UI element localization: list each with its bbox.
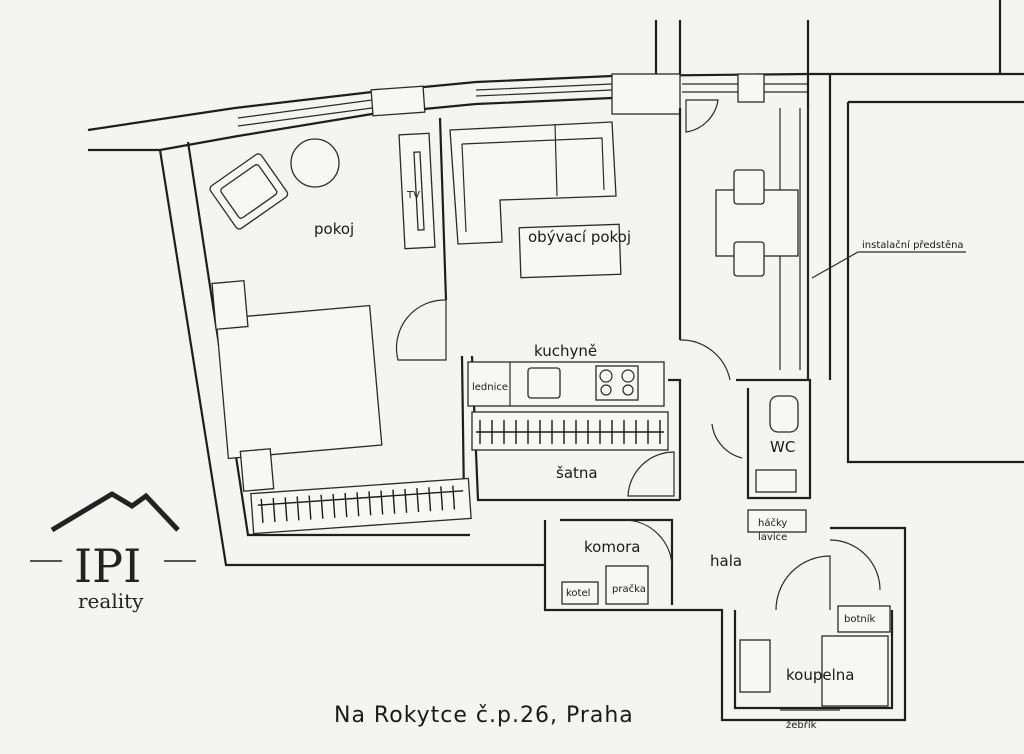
annotation-line <box>811 251 966 279</box>
fixture-label-kotel: kotel <box>566 588 590 599</box>
room-label-satna: šatna <box>556 464 598 482</box>
fixture-label-tv: TV <box>406 190 420 201</box>
fixture-label-zebrik: žebřík <box>786 719 817 731</box>
fixture-label-pracka: pračka <box>612 583 646 595</box>
bath-fixtures <box>561 519 891 711</box>
room-label-pokoj: pokoj <box>314 220 354 238</box>
room-label-obyvaci-pokoj: obývací pokoj <box>528 228 631 246</box>
logo-text-sub: reality <box>78 589 144 613</box>
logo-text-main: IPI <box>74 539 141 593</box>
wc-fixtures <box>747 395 807 533</box>
fixture-label-lavice: lavice <box>758 532 787 543</box>
satna-wardrobe-hatch <box>476 420 664 444</box>
address-title: Na Rokytce č.p.26, Praha <box>334 703 634 728</box>
outer-walls <box>87 0 1024 722</box>
annotation-label: instalační předstěna <box>862 239 964 251</box>
logo-roof-icon <box>50 491 180 533</box>
pokoj-furniture <box>209 132 472 535</box>
room-label-komora: komora <box>584 538 640 556</box>
room-label-hala: hala <box>710 552 742 570</box>
fixture-label-botnik: botník <box>844 613 876 625</box>
fixture-label-hacky: háčky <box>758 517 787 529</box>
pokoj-wardrobe-hatch <box>257 485 464 523</box>
room-label-wc: WC <box>770 438 795 456</box>
company-logo: IPI reality <box>30 491 196 613</box>
room-label-kuchyne: kuchyně <box>534 342 597 360</box>
fixture-label-lednice: lednice <box>472 382 508 393</box>
room-label-koupelna: koupelna <box>786 666 854 684</box>
living-furniture <box>449 99 799 497</box>
